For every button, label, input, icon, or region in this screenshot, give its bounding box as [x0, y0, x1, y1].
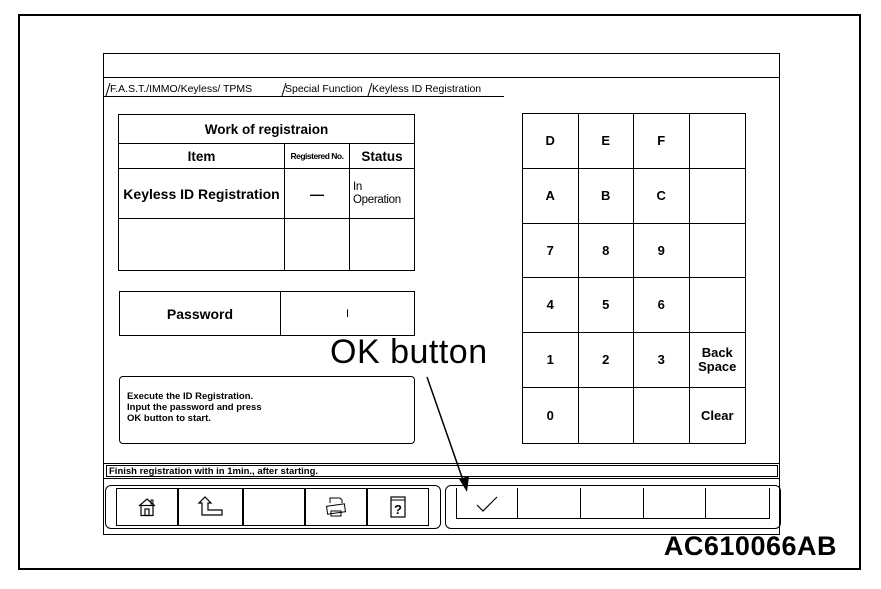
- table-title: Work of registraion: [118, 114, 415, 144]
- password-box: Password I: [119, 291, 415, 336]
- row-registered-no: [284, 218, 350, 271]
- key-blank[interactable]: [689, 114, 745, 169]
- table-row: Keyless ID Registration — In Operation: [118, 168, 415, 219]
- back-arrow-icon: [197, 496, 223, 516]
- figure-frame: [18, 14, 861, 570]
- ok-button[interactable]: [456, 488, 518, 519]
- key-2[interactable]: 2: [578, 333, 634, 389]
- svg-text:?: ?: [394, 502, 402, 517]
- keypad: D E F A B C 7 8 9 4 5 6 1 2 3 Back Space…: [522, 113, 746, 444]
- key-7[interactable]: 7: [523, 223, 579, 279]
- message-line2: Input the password and press: [127, 402, 262, 413]
- key-3[interactable]: 3: [634, 333, 690, 389]
- key-clear[interactable]: Clear: [700, 407, 734, 423]
- help-icon: ?: [390, 496, 406, 518]
- table-row: [118, 218, 415, 271]
- instruction-message: Execute the ID Registration. Input the p…: [119, 376, 415, 444]
- header-item: Item: [118, 143, 285, 169]
- key-d[interactable]: D: [523, 114, 579, 169]
- key-5[interactable]: 5: [578, 278, 634, 334]
- password-input[interactable]: I: [345, 307, 350, 320]
- breadcrumb-underline: [104, 96, 504, 97]
- left-function-group: [105, 485, 441, 529]
- function-button-3[interactable]: [581, 488, 644, 519]
- right-function-group: [445, 485, 781, 529]
- status-message: Finish registration with in 1min., after…: [106, 465, 778, 477]
- top-bar: [104, 54, 779, 78]
- key-8[interactable]: 8: [578, 223, 634, 279]
- key-blank[interactable]: [689, 224, 745, 279]
- row-status: [349, 218, 415, 271]
- breadcrumb-item-keyless-id-registration: Keyless ID Registration: [372, 83, 482, 95]
- breadcrumb-item-fast[interactable]: F.A.S.T./IMMO/Keyless/ TPMS: [110, 83, 253, 95]
- key-blank[interactable]: [689, 169, 745, 224]
- row-registered-no: —: [284, 168, 350, 219]
- row-item: [118, 218, 285, 271]
- header-status: Status: [349, 143, 415, 169]
- home-button[interactable]: [116, 488, 178, 526]
- message-line3: OK button to start.: [127, 413, 211, 424]
- key-e[interactable]: E: [578, 114, 634, 169]
- key-4[interactable]: 4: [523, 278, 579, 334]
- tester-screen: [103, 53, 780, 535]
- checkmark-icon: [476, 496, 498, 512]
- print-button[interactable]: [305, 488, 367, 526]
- key-b[interactable]: B: [578, 168, 634, 224]
- key-backspace[interactable]: Back Space: [689, 333, 745, 389]
- right-button-row: [456, 488, 770, 519]
- row-item: Keyless ID Registration: [118, 168, 285, 219]
- blank-function-button[interactable]: [243, 488, 305, 526]
- key-1[interactable]: 1: [523, 333, 579, 389]
- backspace-line2: Space: [698, 359, 737, 375]
- key-blank[interactable]: [689, 278, 745, 334]
- key-f[interactable]: F: [634, 114, 690, 169]
- row-status-line2: Operation: [353, 193, 401, 206]
- ok-button-callout: OK button: [330, 333, 488, 371]
- key-blank[interactable]: [579, 388, 634, 443]
- password-label: Password: [120, 292, 281, 335]
- key-9[interactable]: 9: [634, 223, 690, 279]
- header-registered-no: Registered No.: [284, 143, 350, 169]
- function-button-4[interactable]: [644, 488, 706, 519]
- key-c[interactable]: C: [634, 168, 690, 224]
- backspace-line1: Back: [701, 345, 733, 361]
- registration-table: Work of registraion Item Registered No. …: [118, 114, 415, 271]
- function-button-2[interactable]: [518, 488, 581, 519]
- function-button-5[interactable]: [706, 488, 770, 519]
- message-line1: Execute the ID Registration.: [127, 391, 254, 402]
- key-a[interactable]: A: [523, 168, 579, 224]
- home-icon: [138, 498, 156, 517]
- row-status: In Operation: [349, 168, 415, 219]
- print-icon: [325, 497, 347, 517]
- row-status-line1: In: [353, 180, 362, 193]
- help-button[interactable]: ?: [367, 488, 429, 526]
- breadcrumb-item-special-function[interactable]: Special Function: [285, 83, 363, 95]
- back-button[interactable]: [178, 488, 243, 526]
- key-blank[interactable]: [634, 388, 690, 443]
- status-bar-frame: [104, 463, 779, 479]
- key-0[interactable]: 0: [523, 388, 579, 443]
- key-6[interactable]: 6: [634, 278, 690, 334]
- breadcrumb-separators: [105, 82, 373, 97]
- figure-code: AC610066AB: [663, 531, 837, 561]
